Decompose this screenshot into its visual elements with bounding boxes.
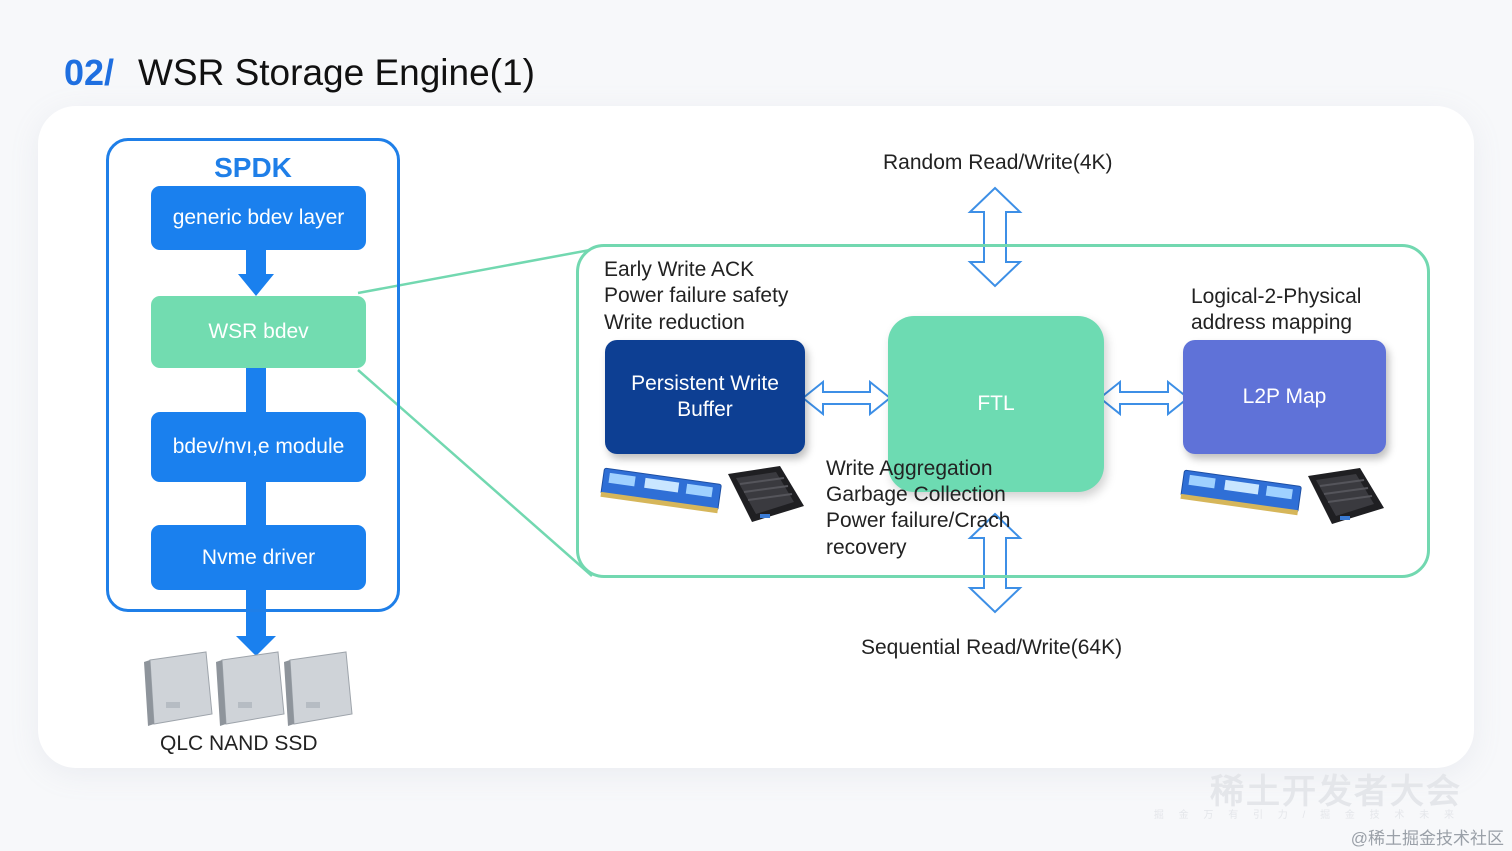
persistent-write-buffer-box: Persistent Write Buffer (605, 340, 805, 454)
bdev-nvme-module-box: bdev/nvı,e module (151, 412, 366, 482)
wsr-bdev-detail-frame (576, 244, 1430, 578)
pwb-hardware-image (600, 466, 804, 522)
l2p-map-box: L2P Map (1183, 340, 1386, 454)
connector-nvme-ssd (246, 588, 266, 638)
community-credit: @稀土掘金技术社区 (1350, 829, 1504, 848)
connector-generic-wsr (246, 248, 266, 276)
dimm-module-left (600, 467, 722, 514)
conference-watermark-sub: 掘 金 万 有 引 力 / 掘 金 技 术 未 来 (1153, 810, 1460, 821)
section-number: 02/ (64, 52, 115, 93)
pwb-note-power-failure-safety: Power failure safety (604, 284, 789, 307)
nvme-ssd-left (728, 466, 804, 522)
pwb-label-line2: Buffer (677, 398, 733, 421)
qlc-nand-ssd-label: QLC NAND SSD (160, 732, 318, 755)
arrowhead-nvme-ssd (236, 636, 276, 656)
nvme-ssd-right (1308, 468, 1384, 524)
nvme-driver-box: Nvme driver (151, 525, 366, 590)
ftl-note-garbage-collection: Garbage Collection (826, 483, 1006, 506)
pwb-note-early-write-ack: Early Write ACK (604, 258, 755, 281)
pwb-note-write-reduction: Write reduction (604, 311, 745, 334)
page-title: WSR Storage Engine(1) (138, 52, 535, 93)
ftl-note-power-failure-crash: Power failure/Crach (826, 509, 1011, 532)
generic-bdev-layer-box: generic bdev layer (151, 186, 366, 250)
arrowhead-generic-wsr (238, 274, 274, 296)
random-io-label: Random Read/Write(4K) (883, 151, 1113, 174)
spdk-frame (106, 138, 400, 612)
connector-wsr-bdev (246, 366, 266, 414)
dimm-module-right (1180, 469, 1302, 516)
sequential-io-arrow (967, 512, 1023, 614)
connector-bdev-nvme (246, 480, 266, 526)
spdk-title: SPDK (214, 152, 292, 183)
ssd-drive-2 (216, 651, 285, 726)
ssd-drive-3 (284, 651, 353, 726)
ssd-drive-1 (144, 651, 213, 726)
l2p-note-logical-2-physical: Logical-2-Physical (1191, 285, 1362, 308)
sequential-io-label: Sequential Read/Write(64K) (861, 636, 1123, 659)
wsr-bdev-box: WSR bdev (151, 296, 366, 368)
l2p-note-address-mapping: address mapping (1191, 311, 1353, 334)
qlc-ssd-drives-image (144, 651, 353, 726)
zoom-line-top (357, 248, 591, 295)
l2p-hardware-image (1180, 468, 1384, 524)
ftl-note-recovery: recovery (826, 536, 907, 559)
pwb-label-line1: Persistent Write (631, 372, 779, 395)
conference-watermark: 稀土开发者大会 (1210, 773, 1462, 811)
random-io-arrow (967, 186, 1023, 288)
ftl-note-write-aggregation: Write Aggregation (826, 457, 993, 480)
ftl-box: FTL (888, 316, 1104, 492)
